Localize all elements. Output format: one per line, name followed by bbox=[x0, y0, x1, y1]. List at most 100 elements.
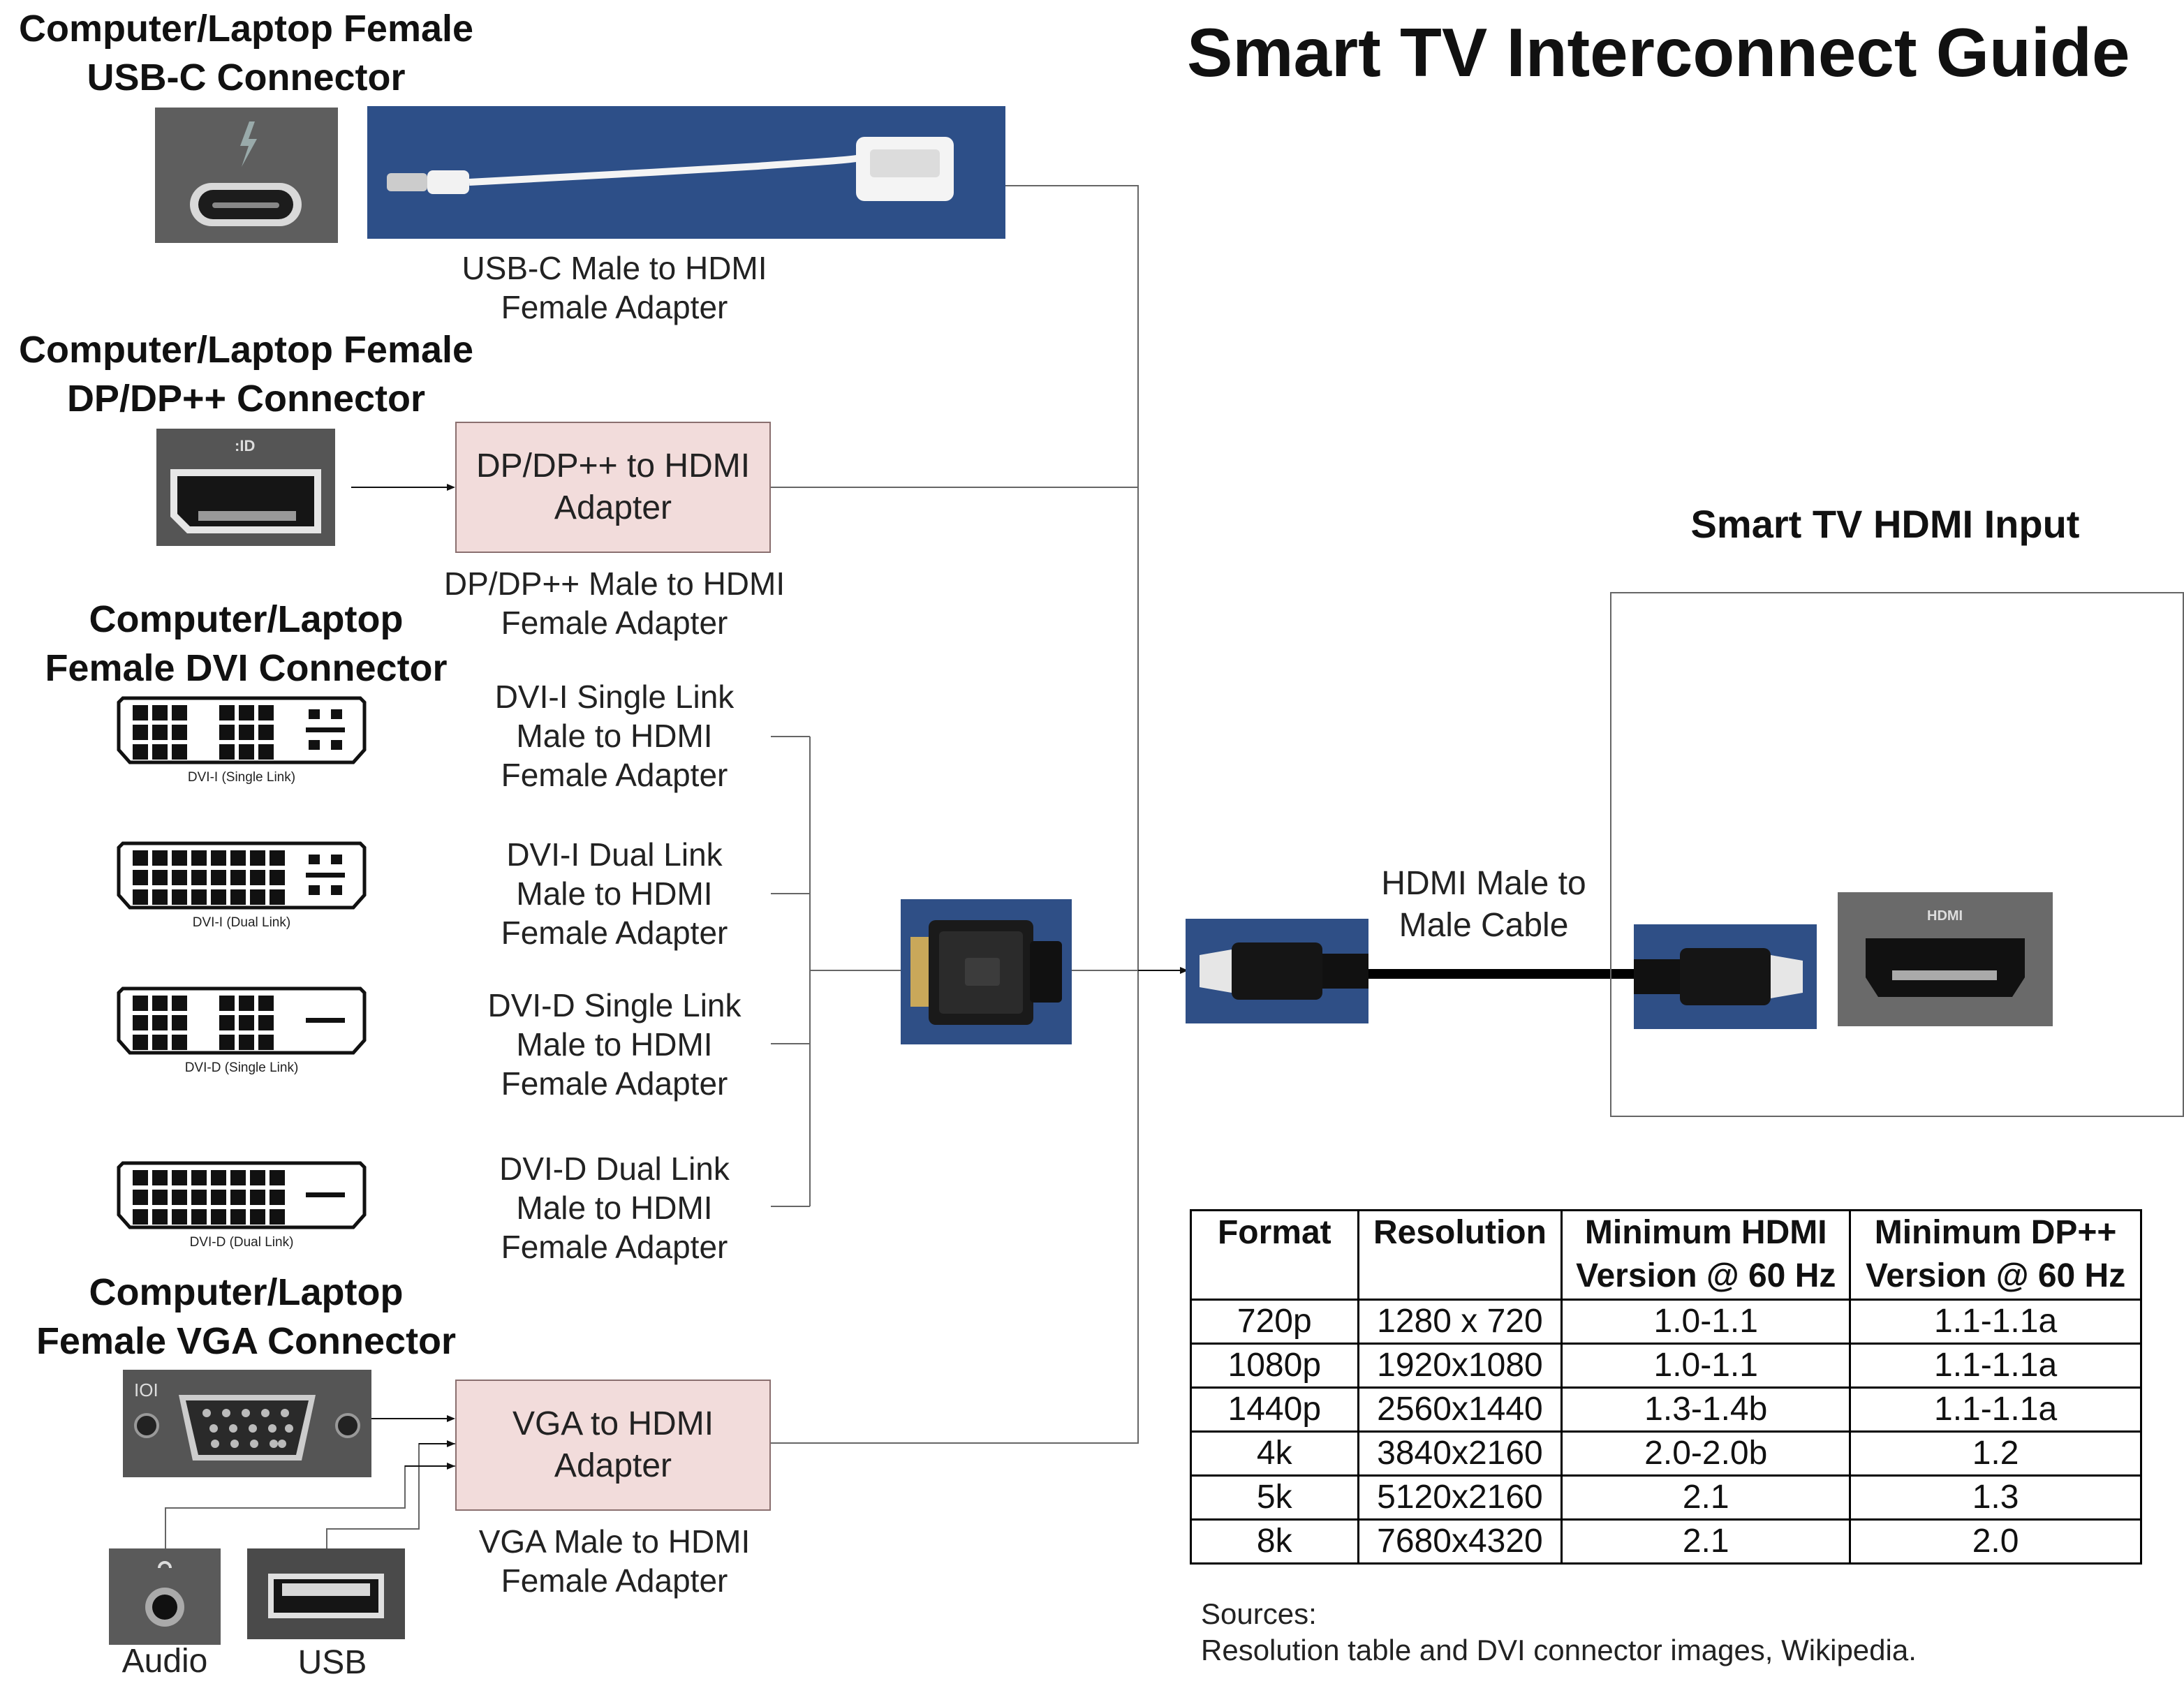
dvi-connector: DVI-I (Dual Link) bbox=[116, 839, 367, 930]
dvi-adapter-photo bbox=[901, 899, 1072, 1044]
table-cell: 1440p bbox=[1190, 1386, 1359, 1433]
hdmi-logo: HDMI bbox=[1927, 908, 1963, 924]
table-cell: 1.0-1.1 bbox=[1560, 1299, 1852, 1345]
usb-port-icon bbox=[268, 1574, 384, 1618]
table-cell: 1920x1080 bbox=[1357, 1343, 1563, 1389]
usbc-port-photo bbox=[155, 108, 338, 243]
dvi-caption-line3: Female Adapter bbox=[501, 1065, 728, 1102]
vga-wire bbox=[771, 970, 1139, 1444]
tv-hdmi-port-photo: HDMI bbox=[1838, 892, 2053, 1026]
dvi-caption-1: DVI-I Dual Link Male to HDMI Female Adap… bbox=[398, 835, 831, 952]
usbc-caption-line2: Female Adapter bbox=[501, 289, 728, 325]
dvi-connector-label: DVI-D (Dual Link) bbox=[189, 1235, 294, 1250]
dvi-connector-label: DVI-I (Dual Link) bbox=[192, 915, 291, 930]
page-title: Smart TV Interconnect Guide bbox=[1187, 14, 2130, 91]
table-cell: 1.1-1.1a bbox=[1849, 1343, 2142, 1389]
vga-heading-line1: Computer/Laptop bbox=[89, 1271, 404, 1313]
table-cell: 2.0 bbox=[1849, 1518, 2142, 1565]
table-cell: 2560x1440 bbox=[1357, 1386, 1563, 1433]
table-header-dp: Minimum DP++Version @ 60 Hz bbox=[1849, 1209, 2142, 1301]
dvi-caption-2: DVI-D Single Link Male to HDMI Female Ad… bbox=[398, 986, 831, 1103]
dp-adapter-box: DP/DP++ to HDMI Adapter bbox=[455, 422, 771, 553]
table-cell: 1.2 bbox=[1849, 1430, 2142, 1477]
dvi-caption-3: DVI-D Dual Link Male to HDMI Female Adap… bbox=[398, 1149, 831, 1266]
vga-caption: VGA Male to HDMI Female Adapter bbox=[398, 1522, 831, 1600]
usbc-adapter-photo bbox=[367, 106, 1005, 239]
table-cell: 2.0-2.0b bbox=[1560, 1430, 1852, 1477]
table-cell: 1280 x 720 bbox=[1357, 1299, 1563, 1345]
dvi-connector: DVI-D (Single Link) bbox=[116, 984, 367, 1075]
dvi-connector: DVI-I (Single Link) bbox=[116, 694, 367, 785]
usbc-port-icon bbox=[190, 121, 302, 226]
dp-caption: DP/DP++ Male to HDMI Female Adapter bbox=[398, 564, 831, 642]
usbc-caption-line1: USB-C Male to HDMI bbox=[462, 250, 767, 286]
vga-caption-line2: Female Adapter bbox=[501, 1562, 728, 1599]
dvi-heading-line2: Female DVI Connector bbox=[45, 647, 448, 689]
dp-port-photo: :ID bbox=[156, 429, 335, 546]
dvi-caption-0: DVI-I Single Link Male to HDMI Female Ad… bbox=[398, 677, 831, 794]
tv-heading: Smart TV HDMI Input bbox=[1690, 502, 2080, 546]
dvi-connector-icon bbox=[117, 841, 367, 910]
dvi-caption-line2: Male to HDMI bbox=[516, 875, 713, 912]
dvi-caption-line2: Male to HDMI bbox=[516, 718, 713, 754]
table-cell: 2.1 bbox=[1560, 1474, 1852, 1521]
dp-caption-line2: Female Adapter bbox=[501, 605, 728, 641]
dp-caption-line1: DP/DP++ Male to HDMI bbox=[443, 565, 785, 602]
dvi-connector-icon bbox=[117, 696, 367, 764]
dp-heading-line2: DP/DP++ Connector bbox=[66, 378, 426, 420]
dvi-caption-line3: Female Adapter bbox=[501, 915, 728, 951]
tv-frame bbox=[1610, 592, 2184, 1117]
sources-label: Sources: bbox=[1201, 1597, 1317, 1630]
dvi-caption-line3: Female Adapter bbox=[501, 757, 728, 793]
audio-label: Audio bbox=[121, 1643, 208, 1680]
table-cell: 1080p bbox=[1190, 1343, 1359, 1389]
usbc-heading-line2: USB-C Connector bbox=[87, 57, 406, 98]
hdmi-plug-icon bbox=[1200, 942, 1368, 1000]
svg-text::ID: :ID bbox=[235, 437, 255, 454]
usbc-heading-line1: Computer/Laptop Female bbox=[18, 8, 474, 50]
cable-caption-line1: HDMI Male to bbox=[1381, 865, 1586, 902]
dvi-caption-line1: DVI-D Dual Link bbox=[499, 1151, 730, 1187]
vga-caption-line1: VGA Male to HDMI bbox=[478, 1523, 751, 1560]
table-cell: 1.1-1.1a bbox=[1849, 1299, 2142, 1345]
table-cell: 1.3-1.4b bbox=[1560, 1386, 1852, 1433]
dvi-connector: DVI-D (Dual Link) bbox=[116, 1159, 367, 1250]
dvi-adapter-icon bbox=[910, 920, 1062, 1025]
usb-label: USB bbox=[297, 1644, 367, 1681]
dvi-caption-line1: DVI-I Dual Link bbox=[506, 836, 723, 873]
dvi-caption-line2: Male to HDMI bbox=[516, 1190, 713, 1226]
dvi-heading: Computer/Laptop Female DVI Connector bbox=[0, 595, 492, 693]
table-cell: 1.3 bbox=[1849, 1474, 2142, 1521]
dvi-connector-label: DVI-D (Single Link) bbox=[184, 1060, 299, 1075]
vga-adapter-box: VGA to HDMI Adapter bbox=[455, 1380, 771, 1511]
dvi-caption-line2: Male to HDMI bbox=[516, 1026, 713, 1063]
dp-heading: Computer/Laptop Female DP/DP++ Connector bbox=[0, 325, 492, 423]
table-cell: 7680x4320 bbox=[1357, 1518, 1563, 1565]
table-header-format: Format bbox=[1190, 1209, 1359, 1301]
table-cell: 8k bbox=[1190, 1518, 1359, 1565]
dp-box-line2: Adapter bbox=[554, 489, 672, 526]
vga-heading: Computer/Laptop Female VGA Connector bbox=[0, 1268, 492, 1366]
dp-box-line1: DP/DP++ to HDMI bbox=[475, 448, 751, 485]
vga-box-line2: Adapter bbox=[554, 1447, 672, 1484]
hdmi-port-icon: HDMI bbox=[1866, 908, 2025, 997]
vga-mark: IOI bbox=[134, 1380, 158, 1400]
usb-port-photo bbox=[247, 1548, 405, 1639]
cable-caption: HDMI Male to Male Cable bbox=[1327, 863, 1641, 947]
table-cell: 5120x2160 bbox=[1357, 1474, 1563, 1521]
table-cell: 3840x2160 bbox=[1357, 1430, 1563, 1477]
table-cell: 1.1-1.1a bbox=[1849, 1386, 2142, 1433]
sources-note: Sources: Resolution table and DVI connec… bbox=[1201, 1596, 1917, 1669]
table-cell: 720p bbox=[1190, 1299, 1359, 1345]
usbc-wire bbox=[1005, 185, 1139, 970]
hdmi-plug-icon bbox=[1634, 948, 1803, 1005]
